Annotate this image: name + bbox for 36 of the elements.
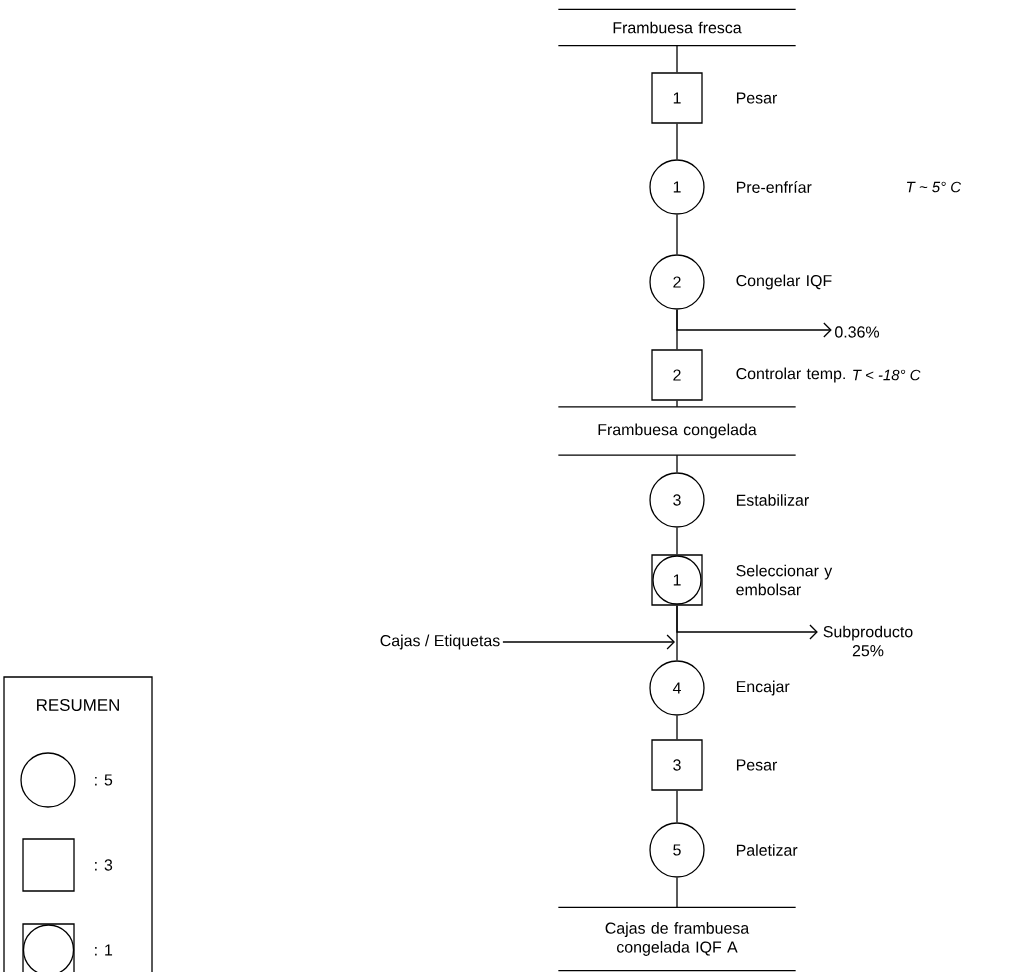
inspection-square: 1 bbox=[651, 72, 703, 124]
connector-line bbox=[676, 214, 678, 255]
step-label: Pesar bbox=[736, 759, 778, 771]
flow-label: 0.36% bbox=[835, 326, 880, 338]
material-band: Frambuesa fresca bbox=[557, 8, 797, 47]
legend-count: : 5 bbox=[95, 774, 113, 786]
flow-label: Cajas / Etiquetas bbox=[380, 634, 500, 650]
arrow bbox=[502, 634, 675, 650]
connector-line bbox=[676, 454, 678, 473]
material-band: Cajas de frambuesa congelada IQF A bbox=[557, 906, 797, 972]
condition-label: T ~ 5° C bbox=[907, 181, 962, 193]
step-label: Paletizar bbox=[736, 844, 798, 856]
connector-line bbox=[676, 123, 678, 160]
step-label: Pesar bbox=[736, 92, 778, 104]
connector-line bbox=[676, 400, 678, 408]
condition-label: T < -18° C bbox=[853, 369, 921, 381]
connector-line bbox=[676, 715, 678, 740]
step-label: Seleccionar y embolsar bbox=[736, 564, 833, 596]
legend-title: RESUMEN bbox=[37, 699, 119, 711]
step-label: Pre-enfríar bbox=[736, 181, 812, 193]
step-label: Encajar bbox=[736, 680, 790, 696]
connector-line bbox=[676, 877, 678, 908]
connector-line bbox=[676, 790, 678, 823]
step-label: Congelar IQF bbox=[736, 274, 832, 290]
legend-count: : 3 bbox=[95, 859, 113, 871]
arrow bbox=[676, 309, 832, 338]
step-label: Estabilizar bbox=[736, 494, 809, 506]
connector-line bbox=[676, 45, 678, 73]
step-label: Controlar temp. bbox=[736, 367, 845, 383]
flow-label: Subproducto 25% bbox=[823, 625, 913, 657]
material-band: Frambuesa congelada bbox=[557, 406, 797, 456]
inspection-square: 2 bbox=[651, 349, 703, 401]
inspection-square: 3 bbox=[651, 739, 703, 791]
arrow bbox=[676, 605, 818, 640]
connector-line bbox=[676, 527, 678, 555]
legend-count: : 1 bbox=[95, 944, 113, 956]
